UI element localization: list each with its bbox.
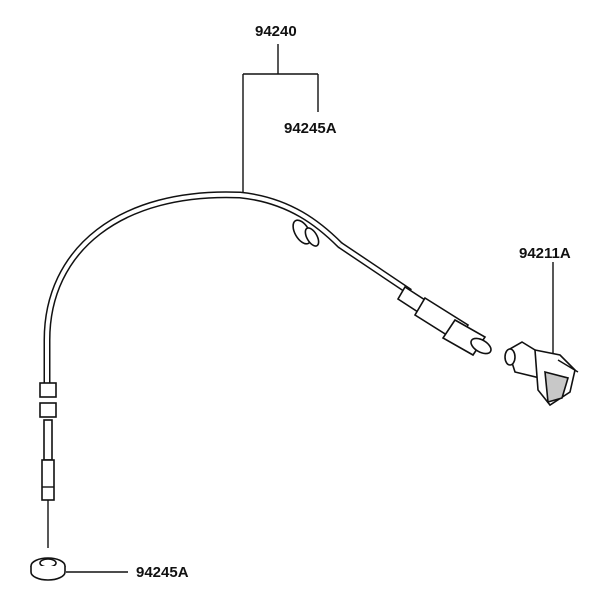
cable-upper-ferrule xyxy=(396,285,492,357)
label-lower-seal: 94245A xyxy=(136,564,189,581)
cable xyxy=(43,191,412,389)
sensor-connector xyxy=(504,341,579,407)
callout-lines xyxy=(66,44,554,573)
label-sensor-connector: 94211A xyxy=(519,245,571,262)
label-cable-assembly: 94240 xyxy=(255,23,297,40)
lower-seal-washer xyxy=(30,557,66,581)
cable-lower-end xyxy=(39,382,57,548)
label-upper-seal: 94245A xyxy=(284,120,337,137)
cable-grommet xyxy=(292,219,320,247)
